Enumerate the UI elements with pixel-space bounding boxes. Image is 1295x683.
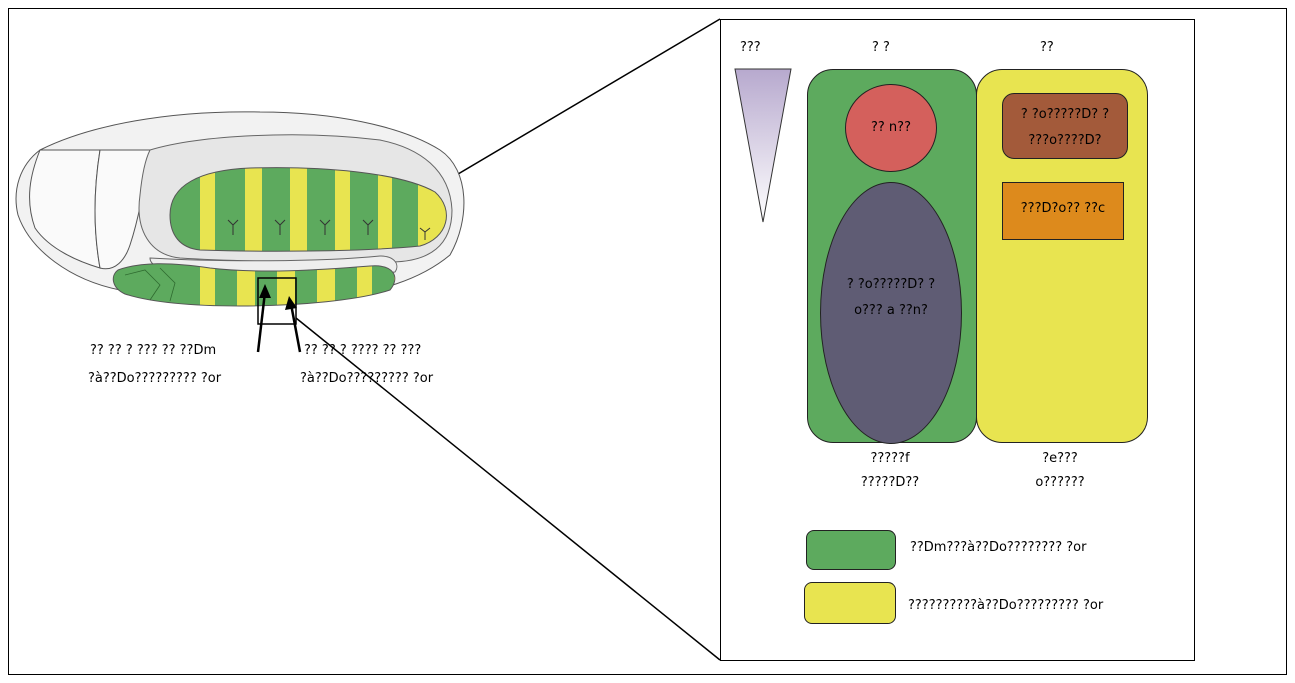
legend-yellow-swatch — [804, 582, 896, 624]
purple-ellipse-line2: o??? a ??n? — [854, 303, 928, 318]
brown-box-line1: ? ?o?????D? ? — [1020, 107, 1110, 122]
yellow-column-caption-line1: ?e??? — [1042, 451, 1078, 466]
green-column-caption-line1: ?????f — [870, 451, 910, 466]
gradient-triangle — [734, 68, 792, 223]
selection-box — [257, 277, 297, 325]
right-label-line2: ?à??Do????????? ?or — [300, 371, 434, 386]
purple-ellipse-line1: ? ?o?????D? ? — [846, 277, 936, 292]
purple-ellipse — [820, 182, 962, 444]
yellow-column-caption-line2: o?????? — [1035, 475, 1085, 490]
brown-box — [1002, 93, 1128, 159]
orange-box — [1002, 182, 1124, 240]
orange-box-label: ???D?o?? ??c — [1020, 201, 1106, 216]
header-green-column: ? ? — [872, 40, 890, 55]
figure-frame — [8, 8, 1287, 675]
left-label-line2: ?à??Do????????? ?or — [88, 371, 222, 386]
header-gradient: ??? — [740, 40, 761, 55]
left-label-line1: ?? ?? ? ??? ?? ??Dm — [90, 343, 217, 358]
right-label-line1: ?? ?? ? ???? ?? ??? — [304, 343, 422, 358]
zoom-line-bottom — [295, 317, 721, 661]
legend-green-label: ??Dm???à??Do???????? ?or — [910, 540, 1087, 555]
red-circle-label: ?? n?? — [871, 120, 911, 135]
legend-green-swatch — [806, 530, 896, 570]
red-circle — [845, 84, 937, 172]
brown-box-line2: ???o????D? — [1028, 133, 1102, 148]
header-yellow-column: ?? — [1040, 40, 1054, 55]
legend-yellow-label: ??????????à??Do????????? ?or — [908, 598, 1104, 613]
green-column-caption-line2: ?????D?? — [860, 475, 920, 490]
